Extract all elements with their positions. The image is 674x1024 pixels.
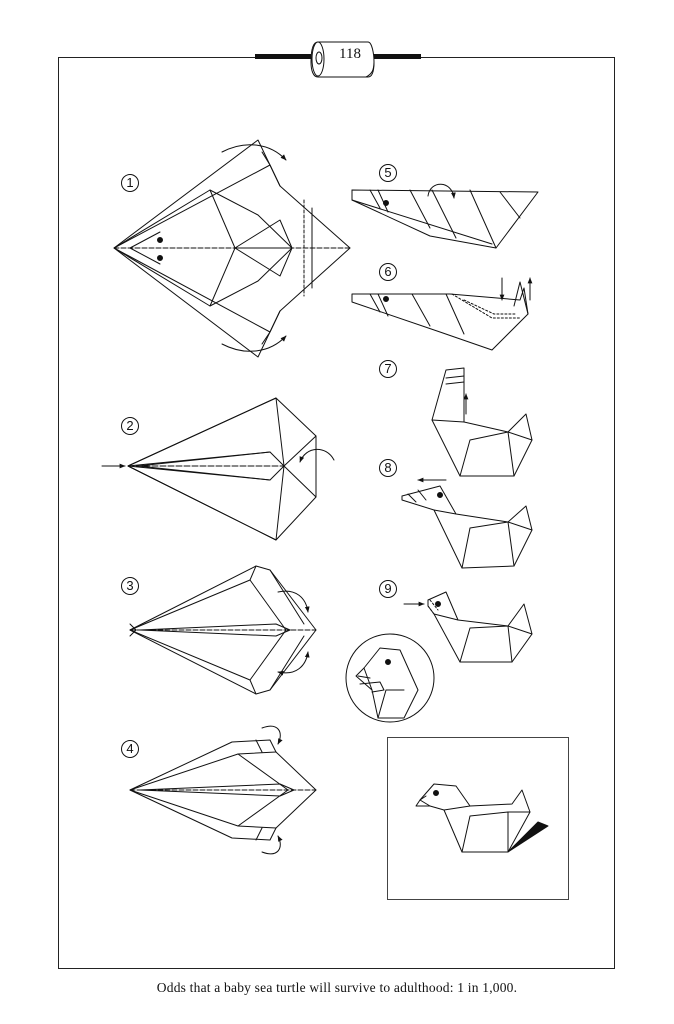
finished-model-frame [387,737,569,900]
step-3-diagram [129,565,317,695]
step-6-diagram [351,277,533,351]
step-9-number: 9 [379,580,397,598]
step-4-diagram [129,725,317,855]
scroll-icon [310,41,375,78]
step-6-number: 6 [379,263,397,281]
step-4-number: 4 [121,740,139,758]
origami-duck-icon [415,783,549,853]
header-bar-left [255,54,319,59]
step-5-number: 5 [379,164,397,182]
header-bar-right [357,54,421,59]
step-2-diagram [101,397,335,541]
step-8-number: 8 [379,459,397,477]
step-3-number: 3 [121,577,139,595]
page-caption: Odds that a baby sea turtle will survive… [156,980,518,995]
detail-circle [345,633,435,723]
page-number: 118 [339,46,361,62]
step-1-number: 1 [121,174,139,192]
step-5-diagram [351,183,539,249]
step-1-diagram [113,139,351,358]
step-9-diagram [403,591,533,663]
step-7-number: 7 [379,360,397,378]
step-7-diagram [431,367,533,477]
step-2-number: 2 [121,417,139,435]
step-8-diagram [401,477,533,569]
